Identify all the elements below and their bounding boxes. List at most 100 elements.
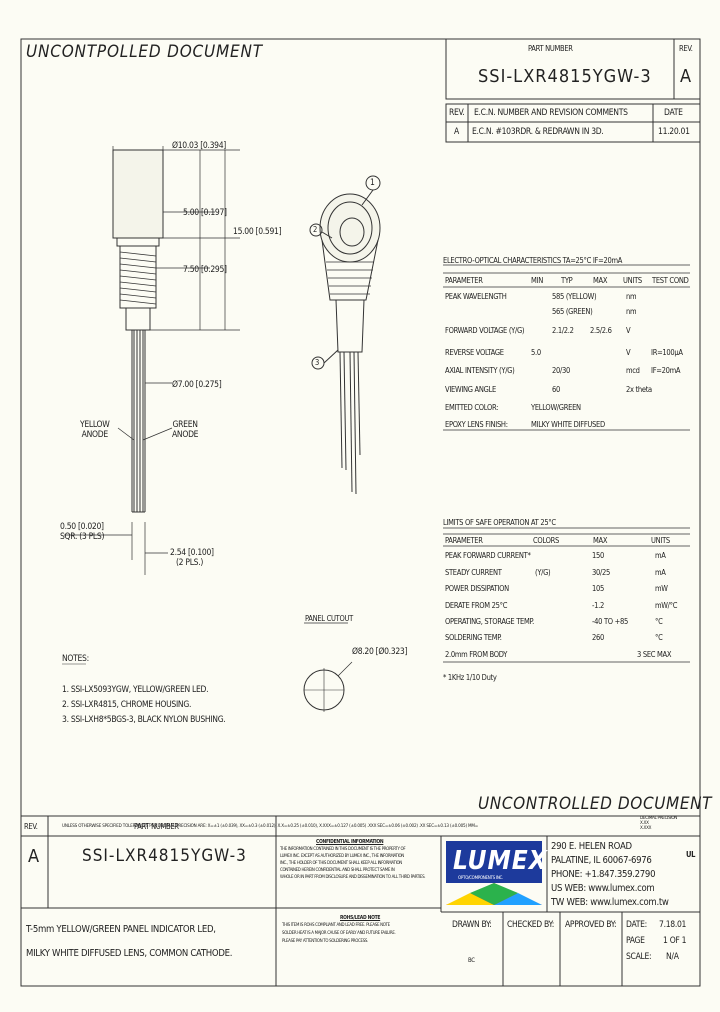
dim-5-00: 5.00 [0.197]: [183, 208, 227, 218]
confidential-title: CONFIDENTIAL INFORMATION: [316, 839, 384, 845]
eo-cell: YELLOW/GREEN: [531, 403, 581, 412]
eo-cell: IF=20mA: [651, 366, 681, 375]
ul-mark: UL: [686, 850, 696, 859]
rev-row-ecn: E.C.N. #103RDR. & REDRAWN IN 3D.: [472, 127, 604, 137]
limits-cell: 3 SEC MAX: [637, 650, 672, 659]
limits-cell: mW: [655, 584, 668, 593]
eo-cell: 2x theta: [626, 385, 652, 394]
limits-cell: 30/25: [592, 568, 610, 577]
limits-cell: mA: [655, 551, 666, 560]
drawn-by-value: BC: [468, 957, 475, 964]
rev-value: A: [680, 66, 691, 87]
confidential-text: THE INFORMATION CONTAINED IN THIS DOCUME…: [280, 847, 426, 880]
eo-cell: EMITTED COLOR:: [445, 403, 499, 412]
rev-col-rev: REV.: [449, 108, 465, 118]
limits-cell: STEADY CURRENT: [445, 568, 502, 577]
eo-cell: VIEWING ANGLE: [445, 385, 496, 394]
page-label: PAGE: [626, 936, 645, 946]
eo-cell: nm: [626, 307, 637, 316]
footer-part-number: SSI-LXR4815YGW-3: [82, 846, 247, 866]
limits-cell: PEAK FORWARD CURRENT*: [445, 551, 531, 560]
led-side-view: [112, 149, 164, 513]
scale-value: N/A: [666, 952, 679, 962]
eo-cell: 585 (YELLOW): [552, 292, 597, 301]
uncontrolled-document-top: UNCONTPOLLED DOCUMENT: [26, 42, 263, 62]
eo-cell: 2.5/2.6: [590, 326, 612, 335]
outer-frame: [20, 38, 701, 987]
callout-1: 1: [370, 178, 375, 188]
dim-15-00: 15.00 [0.591]: [233, 227, 282, 237]
eo-table-title: ELECTRO-OPTICAL CHARACTERISTICS TA=25°C …: [443, 256, 623, 265]
callout-2: 2: [313, 225, 317, 234]
limits-cell: SOLDERING TEMP.: [445, 633, 502, 642]
led-3d-view: [319, 193, 381, 495]
limits-cell: mA: [655, 568, 666, 577]
limits-cell: mW/°C: [655, 601, 678, 610]
footer-part-number-label: PART NUMBER: [134, 822, 179, 831]
uncontrolled-document-bottom: UNCONTROLLED DOCUMENT: [478, 794, 713, 814]
eo-cell: REVERSE VOLTAGE: [445, 348, 504, 357]
limits-cell: 2.0mm FROM BODY: [445, 650, 508, 659]
lumex-logo-text: LUMEX: [453, 846, 548, 876]
limits-cell: 150: [592, 551, 604, 560]
limits-cell: OPERATING, STORAGE TEMP.: [445, 617, 534, 626]
limits-cell: 105: [592, 584, 604, 593]
company-address: 290 E. HELEN ROAD PALATINE, IL 60067-697…: [551, 841, 669, 908]
limits-cell: °C: [655, 617, 663, 626]
eo-cell: 5.0: [531, 348, 541, 357]
dim-0-50: 0.50 [0.020]SQR. (3 PLS): [60, 522, 105, 542]
eo-cell: V: [626, 348, 631, 357]
rohs-text: THIS ITEM IS ROHS COMPLIANT AND LEAD FRE…: [282, 923, 396, 944]
part-number-label: PART NUMBER: [528, 44, 573, 53]
eo-cell: EPOXY LENS FINISH:: [445, 420, 508, 429]
rev-row-date: 11.20.01: [658, 127, 690, 137]
limits-footnote: * 1KHz 1/10 Duty: [443, 673, 497, 682]
eo-cell: 20/30: [552, 366, 570, 375]
note-2: 2. SSI-LXR4815, CHROME HOUSING.: [62, 700, 192, 710]
limits-cell: 260: [592, 633, 604, 642]
drawn-by-label: DRAWN BY:: [452, 920, 492, 930]
footer-description: T-5mm YELLOW/GREEN PANEL INDICATOR LED,M…: [26, 924, 233, 959]
dim-7-50: 7.50 [0.295]: [183, 265, 227, 275]
limits-table-title: LIMITS OF SAFE OPERATION AT 25°C: [443, 518, 556, 527]
eo-cell: FORWARD VOLTAGE (Y/G): [445, 326, 525, 335]
eo-cell: MILKY WHITE DIFFUSED: [531, 420, 605, 429]
dim-7-00: Ø7.00 [0.275]: [172, 380, 222, 390]
scale-label: SCALE:: [626, 952, 652, 962]
approved-by-label: APPROVED BY:: [565, 920, 617, 930]
eo-cell: 60: [552, 385, 560, 394]
footer-rev-value: A: [28, 846, 39, 867]
note-1: 1. SSI-LX5093YGW, YELLOW/GREEN LED.: [62, 685, 209, 695]
checked-by-label: CHECKED BY:: [507, 920, 555, 930]
footer-rev-label: REV.: [24, 822, 38, 831]
note-3: 3. SSI-LXH8*5BGS-3, BLACK NYLON BUSHING.: [62, 715, 226, 725]
limits-cell: -40 TO +85: [592, 617, 628, 626]
page-value: 1 OF 1: [663, 936, 687, 946]
limits-cell: (Y/G): [535, 568, 551, 577]
panel-cutout-label: PANEL CUTOUT: [305, 614, 353, 623]
eo-cell: nm: [626, 292, 637, 301]
rev-col-ecn: E.C.N. NUMBER AND REVISION COMMENTS: [474, 108, 628, 118]
dim-diameter: Ø10.03 [0.394]: [172, 141, 226, 151]
eo-cell: IR=100μA: [651, 348, 683, 357]
eo-cell: 565 (GREEN): [552, 307, 593, 316]
callout-3: 3: [315, 358, 319, 367]
notes-title: NOTES:: [62, 654, 89, 664]
limits-cell: POWER DISSIPATION: [445, 584, 509, 593]
limits-cell: °C: [655, 633, 663, 642]
eo-cell: 2.1/2.2: [552, 326, 574, 335]
panel-cutout-dim: Ø8.20 [Ø0.323]: [352, 647, 408, 657]
rev-label: REV.: [679, 44, 693, 53]
rohs-title: ROHS/LEAD NOTE: [340, 915, 381, 921]
dim-2-54: 2.54 [0.100](2 PLS.): [170, 548, 214, 568]
eo-cell: AXIAL INTENSITY (Y/G): [445, 366, 515, 375]
eo-cell: mcd: [626, 366, 640, 375]
rev-col-date: DATE: [664, 108, 683, 118]
lumex-logo-graphic: [446, 841, 542, 905]
eo-cell: PEAK WAVELENGTH: [445, 292, 507, 301]
part-number: SSI-LXR4815YGW-3: [478, 66, 652, 87]
